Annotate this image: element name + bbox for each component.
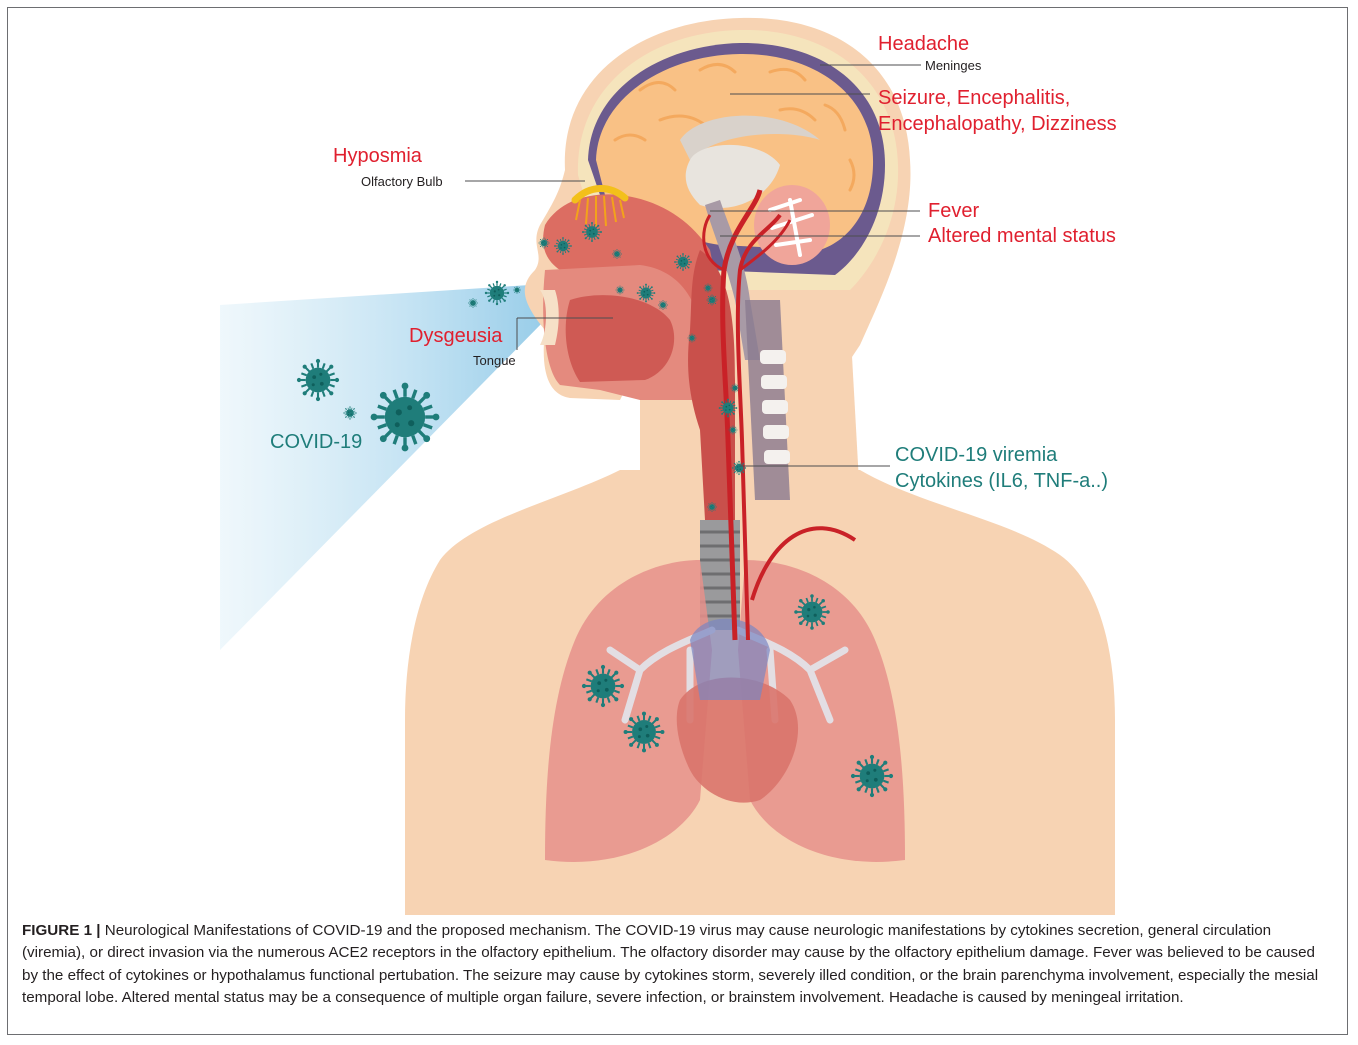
virus-icon xyxy=(468,298,478,308)
label-tongue: Tongue xyxy=(473,353,516,368)
label-olfactory-bulb: Olfactory Bulb xyxy=(361,174,443,189)
virus-icon xyxy=(538,237,549,248)
virus-icon xyxy=(729,426,738,435)
label-covid-19: COVID-19 xyxy=(270,431,362,453)
virus-icon xyxy=(851,755,893,797)
virus-icon xyxy=(637,284,656,303)
cerebellum xyxy=(754,185,830,265)
label-seizure-line2: Encephalopathy, Dizziness xyxy=(878,113,1117,135)
virus-icon xyxy=(674,253,692,271)
figure-caption: FIGURE 1 | Neurological Manifestations o… xyxy=(22,920,1332,1010)
virus-icon xyxy=(624,712,665,753)
virus-icon xyxy=(731,384,740,393)
label-covid-viremia: COVID-19 viremia xyxy=(895,444,1058,466)
virus-icon xyxy=(297,359,339,401)
virus-icon xyxy=(707,502,717,512)
label-headache: Headache xyxy=(878,33,969,55)
figure-label: FIGURE 1 | xyxy=(22,922,101,939)
virus-icon xyxy=(704,284,713,293)
label-seizure-line1: Seizure, Encephalitis, xyxy=(878,87,1070,109)
virus-icon xyxy=(658,300,668,310)
virus-icon xyxy=(719,399,738,418)
virus-icon xyxy=(485,281,509,305)
virus-icon xyxy=(582,222,602,242)
label-hyposmia: Hyposmia xyxy=(333,145,423,167)
label-dysgeusia: Dysgeusia xyxy=(409,325,503,347)
virus-icon xyxy=(688,334,697,343)
virus-icon xyxy=(343,406,356,419)
label-cytokines: Cytokines (IL6, TNF-a..) xyxy=(895,470,1108,492)
virus-icon xyxy=(616,286,625,295)
virus-icon xyxy=(732,461,746,475)
neuro-covid-illustration: Headache Meninges Seizure, Encephalitis,… xyxy=(0,0,1358,915)
label-altered-mental-status: Altered mental status xyxy=(928,225,1116,247)
aortic-arch xyxy=(690,619,770,700)
virus-icon xyxy=(371,383,440,452)
virus-icon xyxy=(794,594,830,630)
virus-icon xyxy=(612,249,622,259)
virus-icon xyxy=(554,237,572,255)
caption-text: Neurological Manifestations of COVID-19 … xyxy=(22,922,1318,1006)
label-meninges: Meninges xyxy=(925,58,982,73)
virus-icon xyxy=(706,294,717,305)
virus-icon xyxy=(513,286,521,294)
label-fever: Fever xyxy=(928,200,979,222)
virus-icon xyxy=(582,665,624,707)
